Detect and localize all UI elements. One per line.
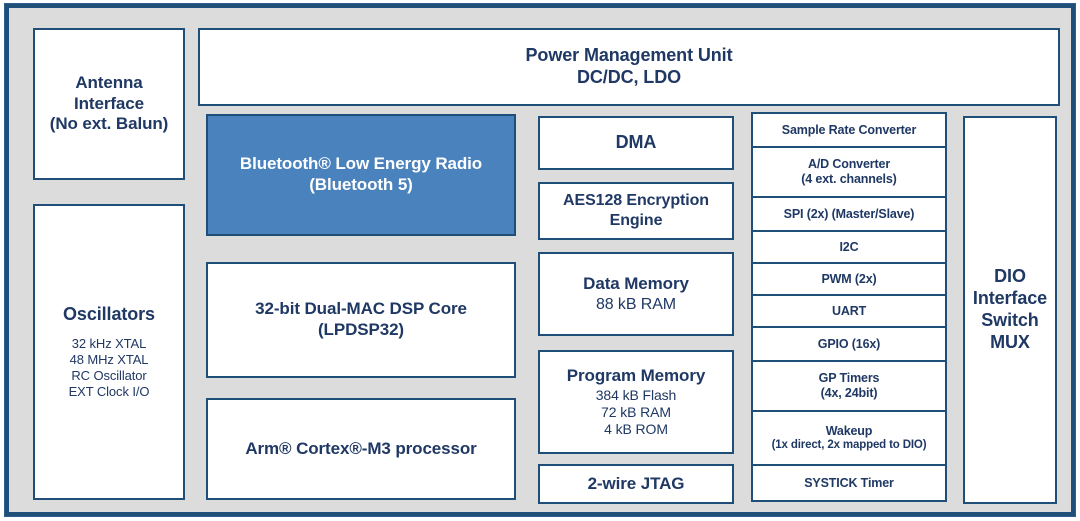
block-oscillators[interactable]: Oscillators 32 kHz XTAL 48 MHz XTAL RC O… (33, 204, 185, 500)
oscillators-item-2: RC Oscillator (71, 367, 147, 383)
program-memory-line1: Program Memory (566, 366, 706, 386)
block-jtag[interactable]: 2-wire JTAG (538, 464, 734, 504)
dio-line1: DIO (994, 266, 1026, 287)
peripheral-label: I2C (839, 239, 859, 254)
block-program-memory[interactable]: Program Memory 384 kB Flash 72 kB RAM 4 … (538, 350, 734, 454)
peripheral-ad-converter[interactable]: A/D Converter (4 ext. channels) (751, 146, 947, 198)
dio-line2: Interface (972, 288, 1048, 309)
ble-radio-line2: (Bluetooth 5) (309, 175, 413, 194)
peripheral-sample-rate-converter[interactable]: Sample Rate Converter (751, 112, 947, 148)
peripheral-sublabel: (1x direct, 2x mapped to DIO) (771, 438, 927, 451)
block-dma[interactable]: DMA (538, 116, 734, 170)
block-antenna-interface[interactable]: Antenna Interface (No ext. Balun) (33, 28, 185, 180)
peripheral-label: GPIO (16x) (817, 336, 881, 351)
peripheral-label: SPI (2x) (Master/Slave) (783, 206, 915, 221)
pmu-line2: DC/DC, LDO (577, 67, 681, 87)
dsp-core-line2: (LPDSP32) (317, 320, 404, 339)
peripheral-wakeup[interactable]: Wakeup (1x direct, 2x mapped to DIO) (751, 410, 947, 466)
oscillators-item-3: EXT Clock I/O (68, 383, 150, 399)
peripheral-gp-timers[interactable]: GP Timers (4x, 24bit) (751, 360, 947, 412)
program-memory-line3: 72 kB RAM (601, 403, 671, 420)
peripheral-label: GP Timers (818, 371, 880, 385)
dio-line4: MUX (990, 331, 1030, 352)
block-data-memory[interactable]: Data Memory 88 kB RAM (538, 252, 734, 336)
peripheral-pwm[interactable]: PWM (2x) (751, 262, 947, 296)
data-memory-line2: 88 kB RAM (595, 295, 676, 313)
block-dsp-core[interactable]: 32-bit Dual-MAC DSP Core (LPDSP32) (206, 262, 516, 378)
peripheral-label: Wakeup (825, 423, 873, 438)
block-ble-radio[interactable]: Bluetooth® Low Energy Radio (Bluetooth 5… (206, 114, 516, 236)
peripheral-label: PWM (2x) (821, 271, 877, 286)
dsp-core-line1: 32-bit Dual-MAC DSP Core (255, 299, 467, 319)
peripheral-label: SYSTICK Timer (804, 475, 894, 490)
jtag-line1: 2-wire JTAG (587, 473, 685, 493)
peripheral-spi[interactable]: SPI (2x) (Master/Slave) (751, 196, 947, 232)
oscillators-item-0: 32 kHz XTAL (71, 336, 147, 352)
dio-line3: Switch (981, 310, 1039, 330)
antenna-interface-line3: (No ext. Balun) (49, 114, 169, 134)
peripheral-gpio[interactable]: GPIO (16x) (751, 326, 947, 362)
ble-radio-line1: Bluetooth® Low Energy Radio (239, 154, 483, 174)
cortex-m3-line1: Arm® Cortex®-M3 processor (245, 438, 477, 458)
aes-line2: Engine (609, 212, 663, 229)
dma-line1: DMA (615, 132, 657, 153)
block-power-management-unit[interactable]: Power Management Unit DC/DC, LDO (198, 28, 1060, 106)
block-dio-interface-switch-mux[interactable]: DIO Interface Switch MUX (963, 116, 1057, 504)
chip-outer-frame: Antenna Interface (No ext. Balun) Oscill… (4, 3, 1076, 517)
aes-line1: AES128 Encryption (563, 192, 709, 210)
antenna-interface-line1: Antenna (75, 72, 143, 92)
pmu-line1: Power Management Unit (525, 45, 733, 66)
peripheral-i2c[interactable]: I2C (751, 230, 947, 264)
block-cortex-m3[interactable]: Arm® Cortex®-M3 processor (206, 398, 516, 500)
block-aes-engine[interactable]: AES128 Encryption Engine (538, 182, 734, 240)
data-memory-line1: Data Memory (583, 273, 689, 293)
program-memory-line2: 384 kB Flash (595, 386, 677, 403)
peripheral-label: UART (831, 303, 867, 318)
peripheral-sublabel: (4 ext. channels) (801, 172, 897, 186)
peripheral-systick-timer[interactable]: SYSTICK Timer (751, 464, 947, 502)
antenna-interface-line2: Interface (74, 93, 144, 113)
peripheral-sublabel: (4x, 24bit) (820, 386, 878, 400)
peripheral-label: Sample Rate Converter (781, 122, 917, 137)
peripheral-uart[interactable]: UART (751, 294, 947, 328)
oscillators-item-1: 48 MHz XTAL (69, 352, 149, 368)
oscillators-title: Oscillators (63, 304, 155, 325)
peripheral-label: A/D Converter (807, 157, 891, 171)
program-memory-line4: 4 kB ROM (604, 420, 668, 437)
peripheral-stack: Sample Rate Converter A/D Converter (4 e… (751, 112, 947, 504)
